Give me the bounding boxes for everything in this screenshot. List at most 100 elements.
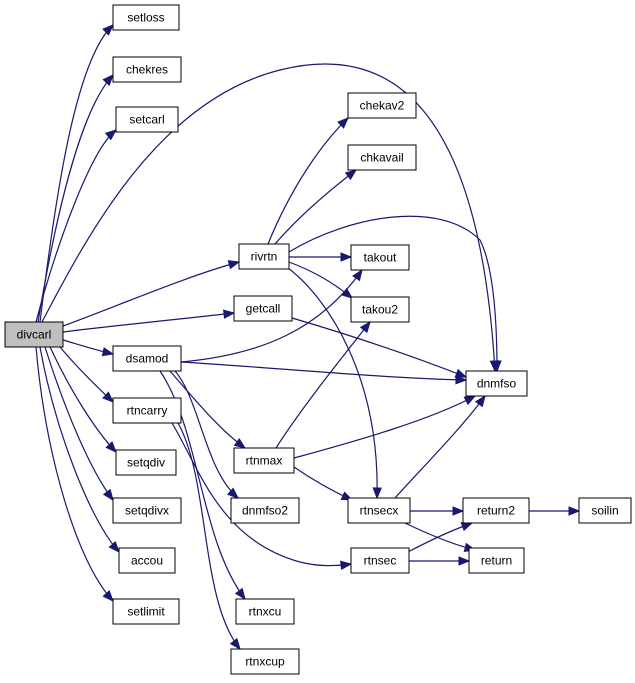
node-label: setcarl bbox=[129, 113, 164, 127]
edges-layer bbox=[35, 24, 581, 651]
edge-line bbox=[291, 317, 467, 378]
node-return2[interactable]: return2 bbox=[462, 497, 530, 524]
edge-rivrtn-to-chekav2 bbox=[267, 117, 349, 245]
edge-divcarl-to-accou bbox=[39, 346, 120, 554]
edge-arrowhead bbox=[344, 169, 358, 181]
node-takou2[interactable]: takou2 bbox=[350, 296, 410, 323]
edge-arrowhead bbox=[492, 360, 502, 373]
edge-arrowhead bbox=[352, 268, 363, 282]
node-rtnsecx[interactable]: rtnsecx bbox=[347, 497, 411, 524]
nodes-layer: divcarl setloss chekres setcarl chekav2 chkav… bbox=[4, 4, 632, 675]
edge-arrowhead bbox=[460, 522, 474, 532]
edge-divcarl-to-setcarl bbox=[35, 129, 118, 323]
node-label: chkavail bbox=[360, 151, 403, 165]
node-box bbox=[350, 296, 410, 323]
node-rtnxcup[interactable]: rtnxcup bbox=[230, 648, 300, 675]
node-takout[interactable]: takout bbox=[350, 244, 410, 271]
node-dnmfso[interactable]: dnmfso bbox=[465, 370, 528, 397]
edge-line bbox=[35, 129, 117, 323]
node-box bbox=[112, 56, 182, 83]
edge-divcarl-to-rtncarry bbox=[59, 346, 114, 403]
edge-line bbox=[159, 370, 246, 600]
edge-arrowhead bbox=[223, 309, 236, 319]
edge-arrowhead bbox=[452, 506, 465, 516]
node-box bbox=[233, 447, 295, 474]
node-rtnxcu[interactable]: rtnxcu bbox=[235, 598, 295, 625]
node-label: soilin bbox=[591, 504, 618, 518]
node-label: rtnmax bbox=[246, 454, 283, 468]
node-dsamod[interactable]: dsamod bbox=[112, 345, 182, 372]
node-box bbox=[350, 547, 410, 574]
edge-line bbox=[267, 117, 349, 245]
edge-line bbox=[274, 169, 357, 245]
edge-arrowhead bbox=[337, 117, 349, 129]
node-box bbox=[465, 370, 528, 397]
edge-line bbox=[174, 370, 239, 499]
node-box bbox=[350, 244, 410, 271]
edge-rivrtn-to-dnmfso bbox=[288, 215, 502, 373]
node-label: setqdivx bbox=[125, 504, 169, 518]
node-box bbox=[347, 144, 417, 171]
node-box bbox=[112, 497, 182, 524]
node-box bbox=[4, 321, 64, 348]
node-label: accou bbox=[131, 554, 163, 568]
edge-arrowhead bbox=[102, 24, 114, 36]
edge-arrowhead bbox=[372, 487, 382, 500]
node-label: dsamod bbox=[126, 352, 169, 366]
edge-line bbox=[180, 269, 363, 363]
edge-divcarl-to-chekres bbox=[37, 74, 114, 323]
edge-arrowhead bbox=[101, 347, 115, 357]
node-setqdivx[interactable]: setqdivx bbox=[112, 497, 182, 524]
node-setcarl[interactable]: setcarl bbox=[115, 106, 179, 133]
node-label: setloss bbox=[127, 11, 164, 25]
node-box bbox=[112, 345, 182, 372]
node-chekres[interactable]: chekres bbox=[112, 56, 182, 83]
node-divcarl[interactable]: divcarl bbox=[4, 321, 64, 348]
node-label: getcall bbox=[246, 302, 281, 316]
node-box bbox=[578, 497, 632, 524]
node-setloss[interactable]: setloss bbox=[112, 4, 180, 31]
node-label: rivrtn bbox=[251, 250, 278, 264]
edge-divcarl-to-rivrtn bbox=[62, 260, 241, 327]
edge-line bbox=[394, 395, 486, 499]
edge-rtnsec-to-return bbox=[409, 556, 471, 566]
node-rtnmax[interactable]: rtnmax bbox=[233, 447, 295, 474]
node-box bbox=[347, 92, 417, 119]
node-rtnsec[interactable]: rtnsec bbox=[350, 547, 410, 574]
node-rivrtn[interactable]: rivrtn bbox=[238, 243, 290, 270]
edge-arrowhead bbox=[455, 375, 468, 385]
node-setlimit[interactable]: setlimit bbox=[112, 598, 180, 625]
node-chekav2[interactable]: chekav2 bbox=[347, 92, 417, 119]
edge-arrowhead bbox=[104, 129, 118, 141]
node-dnmfso2[interactable]: dnmfso2 bbox=[230, 497, 300, 524]
node-accou[interactable]: accou bbox=[118, 547, 176, 574]
node-soilin[interactable]: soilin bbox=[578, 497, 632, 524]
edge-line bbox=[288, 215, 498, 372]
edge-line bbox=[287, 267, 378, 499]
node-box bbox=[118, 547, 176, 574]
edge-line bbox=[177, 422, 241, 650]
edge-line bbox=[407, 522, 473, 553]
edge-arrowhead bbox=[234, 587, 246, 601]
node-label: return bbox=[481, 554, 512, 568]
edge-arrowhead bbox=[226, 487, 240, 499]
node-box bbox=[462, 497, 530, 524]
edge-arrowhead bbox=[340, 560, 353, 570]
node-rtncarry[interactable]: rtncarry bbox=[112, 397, 182, 424]
node-setqdiv[interactable]: setqdiv bbox=[115, 449, 177, 476]
edge-divcarl-to-getcall bbox=[62, 309, 236, 333]
edge-dsamod-to-rtnxcu bbox=[159, 370, 246, 601]
node-return[interactable]: return bbox=[468, 547, 525, 574]
edge-line bbox=[288, 261, 353, 299]
edge-divcarl-to-setqdiv bbox=[49, 346, 117, 453]
edge-arrowhead bbox=[108, 540, 120, 554]
node-chkavail[interactable]: chkavail bbox=[347, 144, 417, 171]
node-getcall[interactable]: getcall bbox=[233, 295, 293, 322]
edge-arrowhead bbox=[102, 391, 114, 403]
edge-rivrtn-to-takou2 bbox=[288, 261, 354, 299]
edge-arrowhead bbox=[229, 637, 241, 651]
node-box bbox=[112, 397, 182, 424]
edge-arrowhead bbox=[102, 590, 114, 602]
node-label: dnmfso bbox=[477, 377, 517, 391]
edge-rtnsecx-to-return2 bbox=[410, 506, 465, 516]
